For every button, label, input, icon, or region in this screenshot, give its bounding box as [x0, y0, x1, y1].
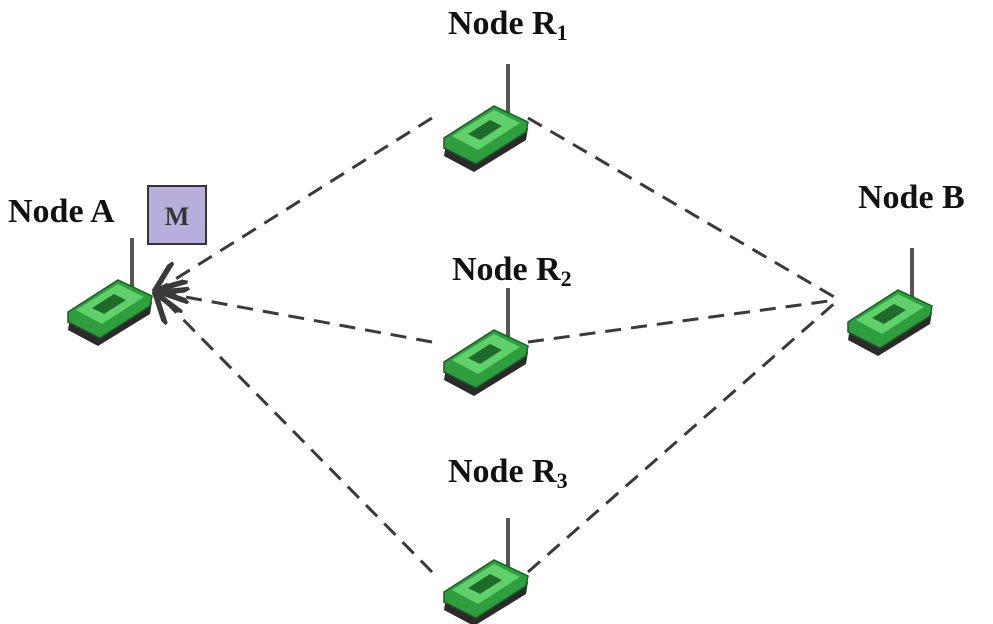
node-r2-label: Node R2 [452, 251, 572, 291]
node-r3-label: Node R3 [448, 453, 568, 493]
node-r2-device-icon [442, 286, 530, 398]
node-a-device-icon [66, 236, 154, 348]
node-r1-label: Node R1 [448, 5, 568, 45]
link-r1-b [527, 116, 837, 300]
node-r3-device-icon [442, 516, 530, 624]
message-box: M [147, 185, 207, 245]
node-b-device-icon [846, 246, 934, 358]
node-b-label: Node B [858, 179, 965, 216]
link-r3-a [158, 294, 434, 574]
link-r3-b [527, 300, 837, 574]
link-r2-b [527, 298, 837, 344]
link-r1-a [158, 116, 433, 290]
links [158, 116, 837, 574]
link-r2-a [158, 292, 433, 344]
message-label: M [165, 202, 190, 231]
node-r1-device-icon [442, 62, 530, 174]
node-a-label: Node A [8, 193, 115, 230]
